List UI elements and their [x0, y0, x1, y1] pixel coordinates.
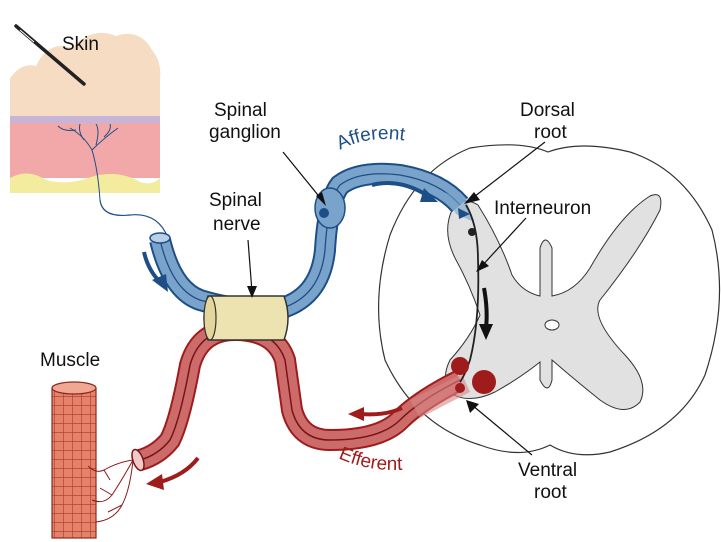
spinal-nerve-wrap [204, 296, 288, 340]
afferent-nerve-end [150, 233, 170, 243]
motor-neuron-small [451, 357, 469, 375]
label-ventral-root-line2: root [534, 482, 567, 503]
skin-dermis [10, 123, 160, 178]
interneuron-cell [468, 228, 476, 236]
label-afferent: Afferent [333, 123, 407, 154]
label-dorsal-root-line2: root [534, 122, 567, 143]
skin-block [10, 33, 168, 238]
label-muscle: Muscle [40, 350, 100, 371]
sensory-fiber [100, 200, 168, 238]
skin-basement-layer [10, 116, 160, 123]
label-spinal-ganglion-line1: Spinal [214, 100, 267, 121]
label-afferent-text: Afferent [333, 123, 407, 154]
label-spinal-nerve-line1: Spinal [209, 190, 262, 211]
label-skin: Skin [62, 34, 99, 55]
muscle-top-face [52, 382, 96, 394]
label-efferent-text: Efferent [336, 443, 403, 475]
motor-neuron-exit [455, 383, 465, 393]
label-efferent: Efferent [336, 443, 403, 475]
motor-neuron-large [472, 370, 496, 394]
label-spinal-ganglion-line2: ganglion [209, 122, 281, 143]
label-spinal-nerve-line2: nerve [213, 214, 261, 235]
muscle-bundle [52, 382, 133, 538]
label-interneuron: Interneuron [494, 198, 591, 219]
ganglion-cell-body [319, 208, 329, 218]
label-ventral-root-line1: Ventral [518, 460, 577, 481]
central-canal [545, 320, 559, 330]
label-dorsal-root-line1: Dorsal [520, 100, 575, 121]
